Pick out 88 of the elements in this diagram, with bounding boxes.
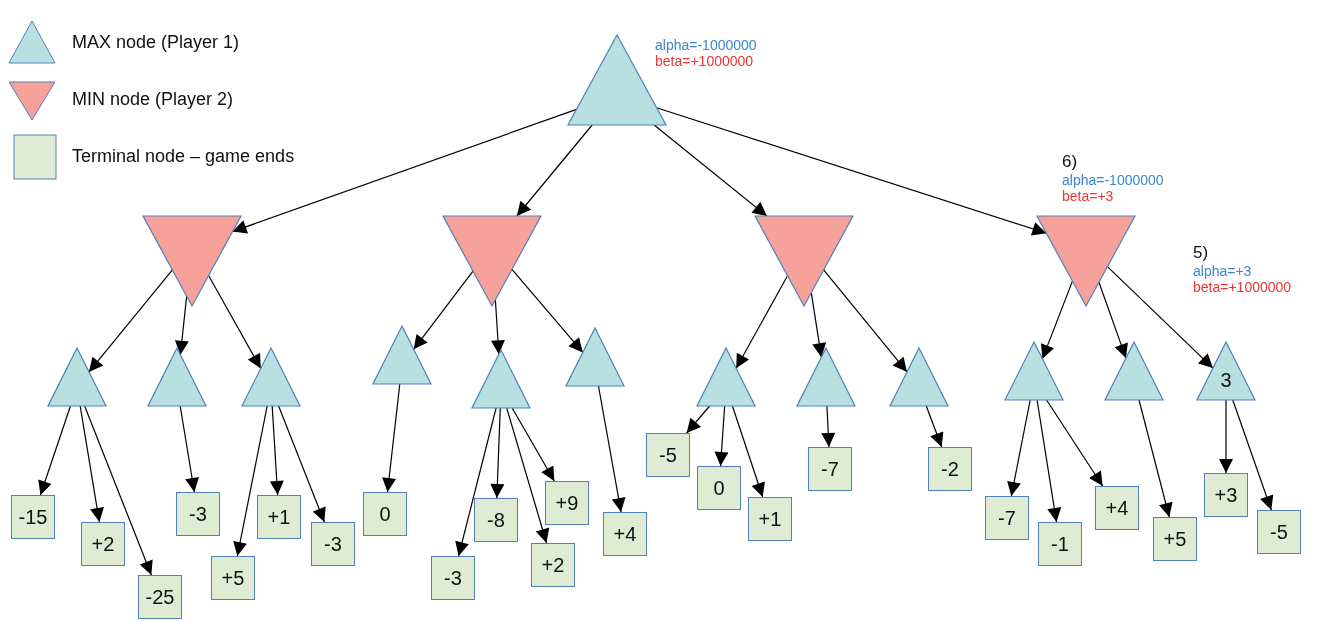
arrow [208, 274, 262, 370]
terminal-node: -7 [985, 496, 1029, 540]
arrow [79, 405, 104, 523]
max-node-triangle [1197, 342, 1255, 400]
arrow [686, 405, 711, 434]
arrow [269, 405, 284, 496]
arrow [455, 407, 497, 557]
arrow [511, 268, 584, 353]
arrow [1098, 281, 1128, 359]
node-value: 3 [1220, 369, 1232, 392]
terminal-node: +2 [531, 543, 575, 587]
max-node-triangle [797, 348, 855, 406]
terminal-node: -3 [311, 522, 355, 566]
terminal-node: -5 [646, 433, 690, 477]
arrow [823, 269, 908, 373]
arrow [413, 270, 474, 350]
arrow [1040, 280, 1074, 360]
terminal-node: +9 [545, 481, 589, 525]
beta-value: beta=+1000000 [1193, 279, 1292, 295]
terminal-node: +5 [1153, 517, 1197, 561]
max-node-triangle [697, 348, 755, 406]
arrow [516, 124, 593, 217]
alpha-value: alpha=-1000000 [1062, 172, 1164, 188]
max-node-triangle [48, 348, 106, 406]
arrow [735, 275, 789, 369]
step-number: 5) [1193, 243, 1209, 263]
terminal-node: -15 [11, 495, 55, 539]
terminal-node: +5 [211, 556, 255, 600]
max-node-triangle [1005, 342, 1063, 400]
arrow [233, 405, 268, 557]
arrow [1106, 266, 1214, 369]
min-node-triangle [1037, 216, 1135, 306]
min-node-triangle [443, 216, 541, 306]
terminal-node: 0 [697, 466, 741, 510]
arrow [821, 405, 836, 448]
terminal-node: -2 [928, 447, 972, 491]
beta-value: beta=+1000000 [655, 53, 754, 69]
terminal-node: +3 [1204, 473, 1248, 517]
terminal-node: +4 [603, 512, 647, 556]
step-number: 6) [1062, 152, 1078, 172]
terminal-node: +2 [81, 522, 125, 566]
legend-label: MAX node (Player 1) [72, 32, 240, 53]
max-node-triangle [890, 348, 948, 406]
arrow [490, 407, 505, 499]
arrow [382, 383, 401, 493]
arrow [511, 407, 555, 482]
max-node-triangle [242, 348, 300, 406]
arrow [1219, 399, 1233, 474]
arrow [1232, 399, 1274, 511]
arrow [1046, 399, 1104, 487]
terminal-node: +1 [257, 495, 301, 539]
arrow [731, 405, 765, 498]
arrow [925, 405, 944, 448]
beta-value: beta=+3 [1062, 188, 1114, 204]
alpha-value: alpha=-1000000 [655, 37, 757, 53]
terminal-node: -3 [431, 556, 475, 600]
arrow [179, 405, 199, 493]
arrow [38, 405, 72, 496]
arrow [714, 405, 729, 467]
min-node-triangle [755, 216, 853, 306]
arrow [653, 124, 768, 217]
terminal-node: -25 [138, 575, 182, 619]
max-node-triangle [1105, 342, 1163, 400]
legend-label: MIN node (Player 2) [72, 89, 234, 110]
terminal-node: -8 [474, 498, 518, 542]
arrow [278, 405, 326, 523]
arrow [88, 269, 173, 373]
arrow [490, 299, 505, 355]
terminal-node: -7 [808, 447, 852, 491]
max-node-triangle [472, 350, 530, 408]
terminal-node: +1 [748, 497, 792, 541]
terminal-node: -1 [1038, 522, 1082, 566]
arrow [1138, 399, 1173, 518]
max-node-triangle [373, 326, 431, 384]
alpha-value: alpha=+3 [1193, 263, 1252, 279]
arrow [1036, 399, 1062, 523]
max-node-triangle [566, 328, 624, 386]
max-node-triangle [148, 348, 206, 406]
min-node-triangle [143, 216, 241, 306]
arrow [1007, 399, 1031, 497]
terminal-node: -3 [176, 492, 220, 536]
terminal-node: 0 [363, 492, 407, 536]
terminal-node: +4 [1095, 486, 1139, 530]
terminal-node: -5 [1257, 510, 1301, 554]
arrow [506, 407, 550, 544]
arrow [84, 405, 153, 576]
legend-label: Terminal node – game ends [72, 146, 295, 167]
arrow [597, 385, 626, 513]
